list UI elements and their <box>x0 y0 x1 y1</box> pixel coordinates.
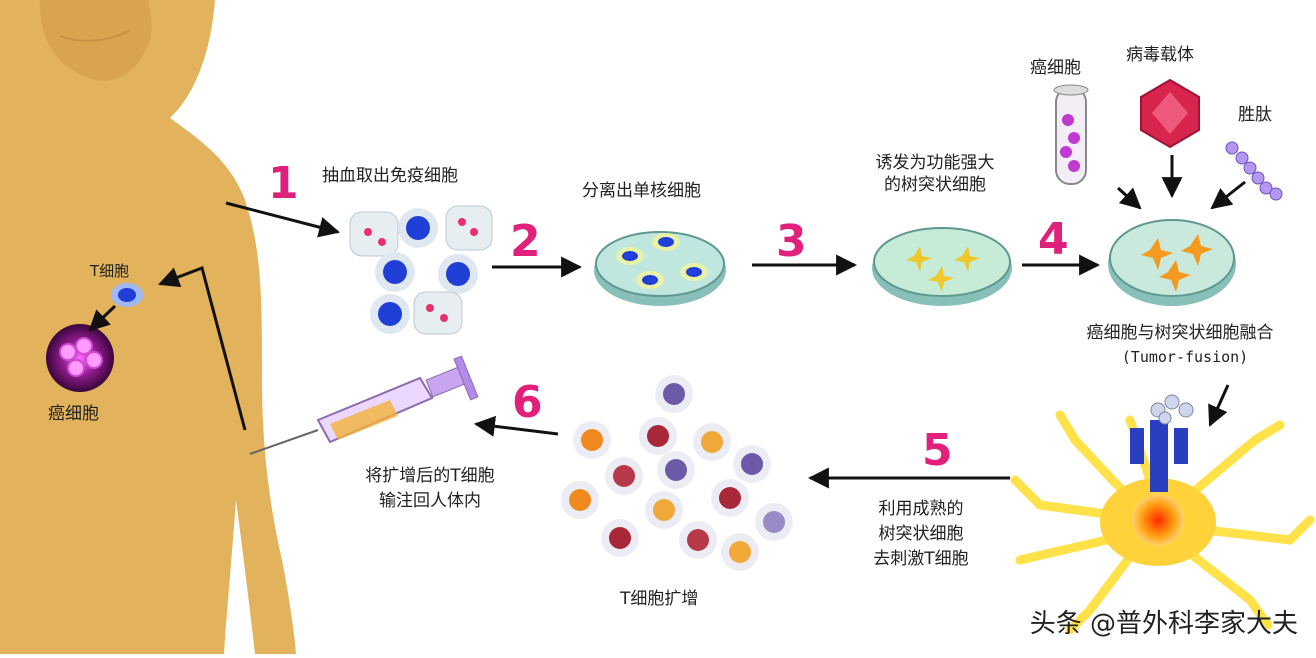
step-number-2: 2 <box>510 216 541 267</box>
arrow-1 <box>225 201 341 238</box>
petri-dish-dendritic <box>872 227 1012 306</box>
arrow-tube <box>1116 186 1142 210</box>
step-number-1: 1 <box>268 158 299 209</box>
step-number-6: 6 <box>512 377 543 428</box>
step-label-3: 诱发为功能强大 的树突状细胞 <box>875 153 995 195</box>
cancer-cell-label-tube: 癌细胞 <box>1030 58 1081 78</box>
test-tube-icon <box>1053 84 1089 185</box>
t-cell-label: T细胞 <box>90 262 130 280</box>
step-label-6: 将扩增后的T细胞 输注回人体内 <box>365 466 495 511</box>
arrow-tcell-to-cancer <box>88 304 117 332</box>
step-label-4: 癌细胞与树突状细胞融合 <box>1086 323 1274 343</box>
arrow-return <box>158 266 247 431</box>
petri-dish-monocytes <box>594 231 726 306</box>
peptide-icon <box>1225 141 1283 201</box>
petri-dish-fusion <box>1108 219 1236 306</box>
step-number-4: 4 <box>1038 214 1069 265</box>
step-sublabel-4: (Tumor-fusion) <box>1121 348 1249 366</box>
t-cell-icon <box>111 283 143 307</box>
dendritic-cell-icon <box>1010 394 1315 635</box>
syringe-icon <box>249 355 479 455</box>
t-cell-expansion-label: T细胞扩增 <box>620 589 699 609</box>
step-number-3: 3 <box>776 216 807 267</box>
t-cells-expanded <box>561 375 793 571</box>
immune-cells-cluster <box>349 205 493 335</box>
virus-vector-icon <box>1140 78 1200 149</box>
arrow-peptide <box>1210 180 1246 210</box>
cancer-cell-label-body: 癌细胞 <box>48 404 99 424</box>
arrow-to-dendritic <box>1208 384 1230 427</box>
step-label-5: 利用成熟的 树突状细胞 去刺激T细胞 <box>873 499 969 569</box>
step-number-5: 5 <box>922 425 953 476</box>
step-label-1: 抽血取出免疫细胞 <box>322 166 458 186</box>
arrow-6 <box>473 415 559 437</box>
cancer-cell-icon <box>46 324 114 392</box>
step-label-2: 分离出单核细胞 <box>582 181 701 201</box>
virus-vector-label: 病毒载体 <box>1126 45 1194 65</box>
watermark: 头条 @普外科李家大夫 <box>1029 609 1298 639</box>
human-body <box>0 0 296 654</box>
peptide-label: 胜肽 <box>1238 105 1272 125</box>
